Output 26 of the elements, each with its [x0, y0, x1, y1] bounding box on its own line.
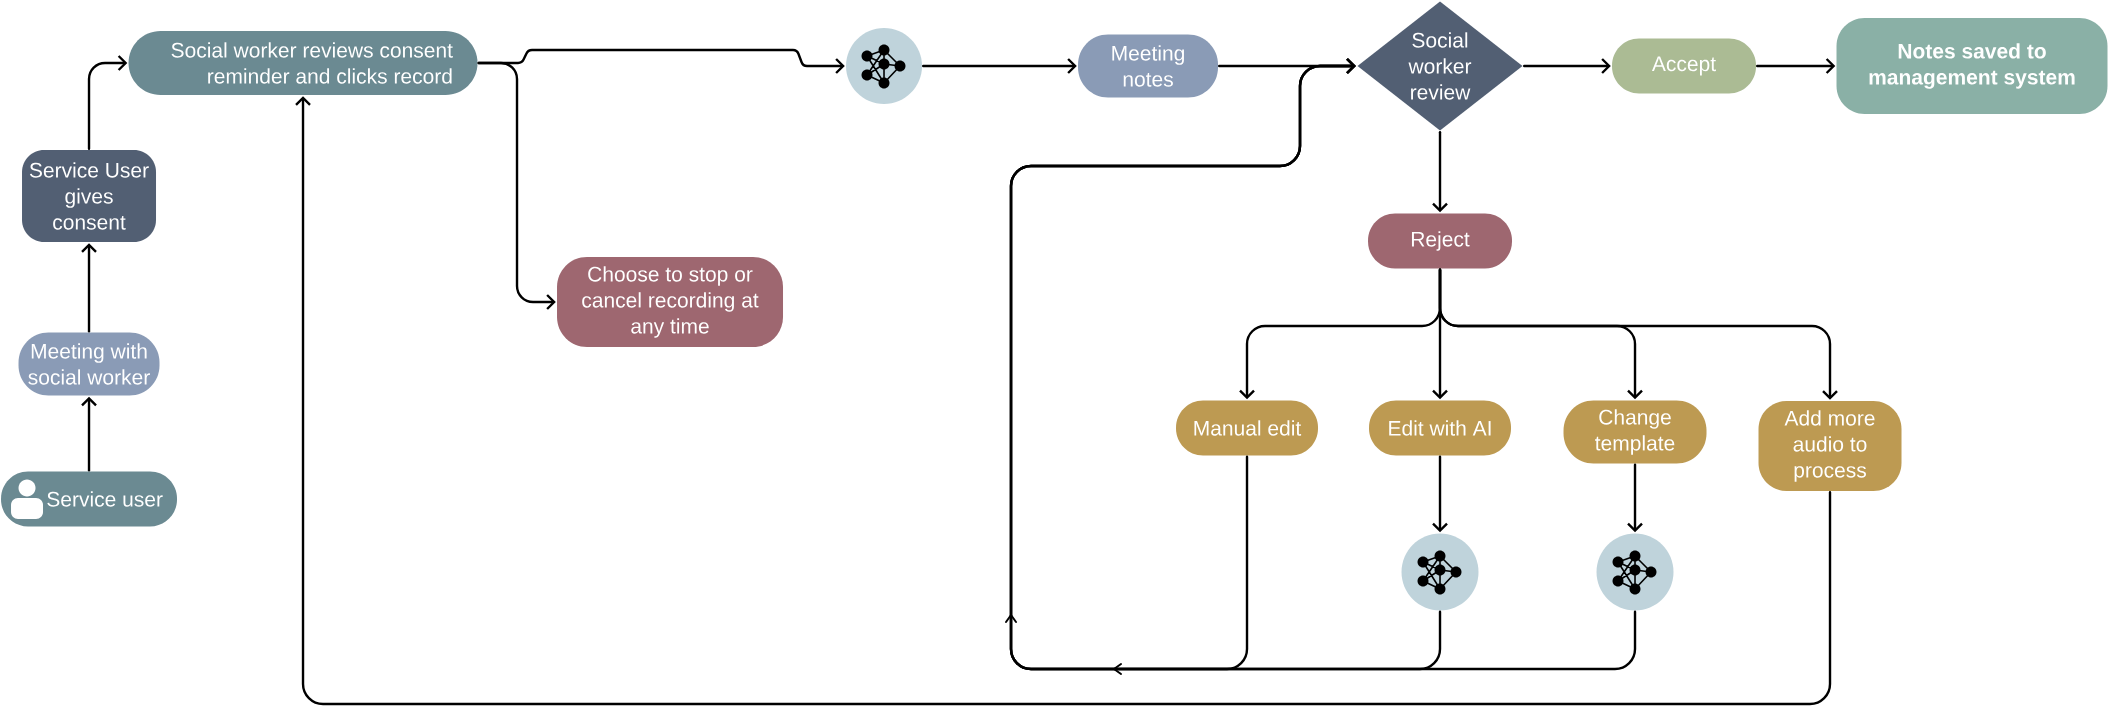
arrow — [1523, 58, 1611, 74]
arrow — [1432, 455, 1448, 533]
arrow — [922, 58, 1077, 74]
process-box: Edit with AI — [1369, 400, 1511, 456]
process-box: Meeting with social worker — [18, 332, 160, 396]
arrow — [1627, 463, 1643, 533]
process-box: Choose to stop or cancel recording at any time — [557, 257, 783, 347]
process-box: Notes saved to management system — [1836, 18, 2108, 114]
process-box: Manual edit — [1176, 400, 1318, 456]
process-box: Reject — [1368, 213, 1512, 269]
arrow — [295, 96, 1832, 706]
arrow — [87, 55, 128, 150]
arrow — [1438, 268, 1838, 400]
process-box: Change template — [1563, 400, 1707, 464]
arrow — [1009, 58, 1637, 671]
arrow — [81, 243, 97, 333]
process-box: Meeting notes — [1078, 34, 1218, 98]
process-box: Service User gives consent — [22, 150, 156, 242]
arrow — [1432, 131, 1448, 213]
arrow — [1756, 58, 1836, 74]
process-box: Accept — [1612, 38, 1756, 94]
arrow — [81, 396, 97, 472]
process-box: Social worker reviews consent reminder and clicks record — [128, 31, 478, 95]
process-box: Add more audio to process — [1758, 401, 1902, 491]
arrow — [477, 48, 845, 74]
process-box: Service user — [1, 471, 177, 527]
